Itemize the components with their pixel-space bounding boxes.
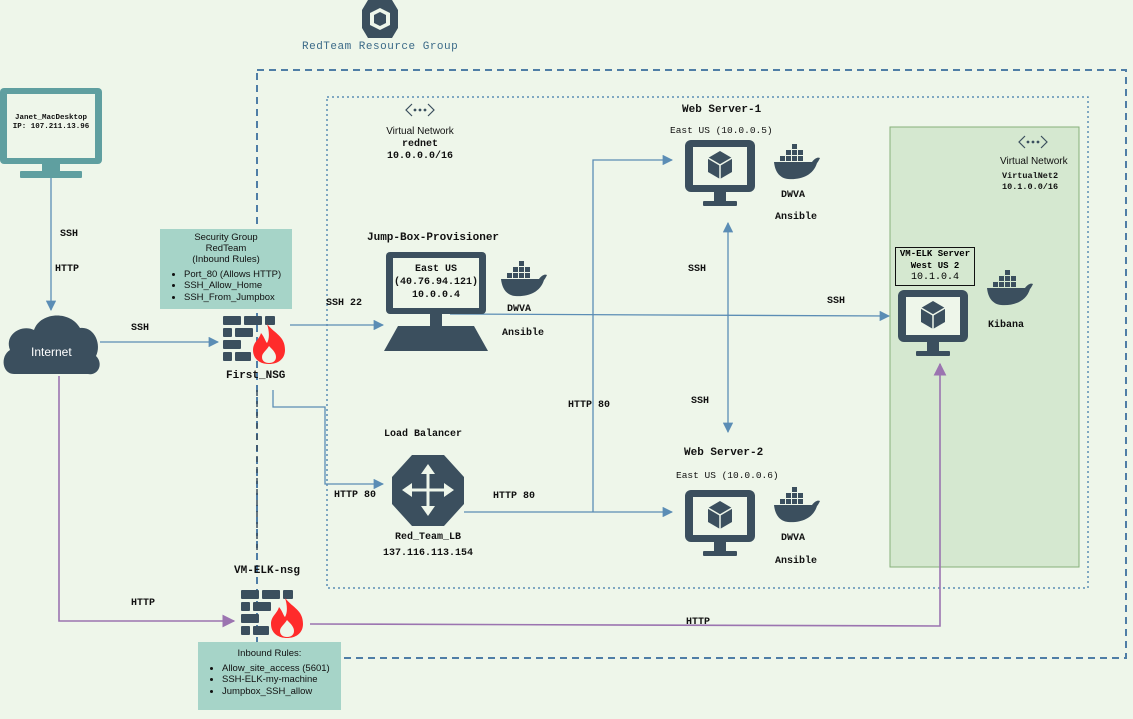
jumpbox-region: East US: [414, 264, 457, 275]
virtual-network-icon: [405, 103, 435, 117]
internet-elk-nsg-http-label: HTTP: [131, 598, 156, 609]
jumpbox-app-dwva: DWVA: [507, 304, 532, 315]
vnet2-title: Virtual Network: [1000, 156, 1068, 167]
desktop-ssh-label: SSH: [60, 229, 79, 240]
elk-name: VM-ELK Server: [899, 249, 971, 259]
internet-label: Internet: [31, 345, 72, 359]
elk-app-kibana: Kibana: [988, 320, 1025, 331]
desktop-ip: IP: 107.211.13.96: [12, 123, 90, 131]
elk-nsg-rules-box: Inbound Rules: Allow_site_access (5601) …: [198, 642, 341, 710]
first-nsg-label: First_NSG: [226, 370, 286, 382]
vnet1-name: rednet: [401, 139, 438, 150]
vm-monitor-icon: [684, 489, 756, 557]
ssh22-label: SSH 22: [326, 298, 363, 309]
desktop-name: Janet_MacDesktop: [14, 114, 87, 122]
nsg-lb-http80-label: HTTP 80: [334, 490, 377, 501]
jumpbox-to-elk-line: [449, 310, 891, 322]
first-nsg-to-lb-line: [272, 390, 385, 490]
lb-web-http80-label: HTTP 80: [493, 491, 536, 502]
load-balancer-icon: [392, 455, 464, 526]
docker-icon: [501, 261, 547, 297]
firewall-icon: [223, 316, 285, 364]
web2-app-dwva: DWVA: [781, 533, 806, 544]
elk-nsg-rule: Allow_site_access (5601): [222, 663, 341, 674]
vm-monitor-icon: [684, 139, 756, 207]
lb-title: Load Balancer: [384, 429, 463, 440]
web2-subtitle: East US (10.0.0.6): [676, 470, 779, 481]
web1-app-ansible: Ansible: [775, 212, 818, 223]
elk-nsg-rules-title: Inbound Rules:: [237, 648, 302, 659]
vnet2-name: VirtualNet2: [1002, 171, 1059, 181]
resource-group-boundary: [256, 69, 1127, 659]
vnet1-cidr: 10.0.0.0/16: [386, 151, 453, 162]
security-group-rule: SSH_Allow_Home: [184, 280, 292, 291]
jumpbox-public-ip: (40.76.94.121): [393, 277, 478, 288]
vnet2-cidr: 10.1.0.0/16: [1002, 182, 1059, 192]
rednet-boundary: [326, 96, 1089, 589]
docker-icon: [774, 144, 820, 180]
resource-group-label: RedTeam Resource Group: [302, 41, 459, 53]
internet-nsg-ssh-label: SSH: [131, 323, 150, 334]
resource-group-cube-icon: [362, 0, 398, 38]
desktop-http-label: HTTP: [55, 264, 80, 275]
web2-title: Web Server-2: [684, 447, 764, 459]
elk-nsg-label: VM-ELK-nsg: [234, 565, 301, 577]
jumpbox-title: Jump-Box-Provisioner: [367, 232, 500, 244]
vnet1-title: Virtual Network: [386, 126, 454, 137]
web2-ssh-label: SSH: [691, 396, 710, 407]
elk-nsg-rule: SSH-ELK-my-machine: [222, 674, 341, 685]
security-group-subtitle: (Inbound Rules): [192, 254, 260, 265]
web1-title: Web Server-1: [682, 104, 762, 116]
virtualnet2-container: [889, 126, 1080, 568]
laptop-icon: [384, 252, 488, 351]
security-group-box: Security Group RedTeam (Inbound Rules) P…: [160, 229, 292, 309]
http80-to-web1-line: [592, 154, 674, 512]
elk-nsg-to-elk-line: [309, 362, 947, 627]
elk-region: West US 2: [910, 261, 960, 271]
firewall-icon: [241, 590, 303, 638]
web2-app-ansible: Ansible: [775, 556, 818, 567]
jump-web-http80-label: HTTP 80: [568, 400, 611, 411]
security-group-rule: SSH_From_Jumpbox: [184, 292, 292, 303]
elk-ip: 10.1.0.4: [910, 272, 959, 283]
monitor-icon: [0, 88, 102, 178]
elk-label-box: VM-ELK Server West US 2 10.1.0.4: [895, 247, 975, 286]
security-group-title: Security Group: [194, 232, 258, 243]
web1-app-dwva: DWVA: [781, 190, 806, 201]
internet-to-elk-nsg-line: [58, 376, 236, 628]
elk-nsg-rule: Jumpbox_SSH_allow: [222, 686, 341, 697]
web1-ssh-label: SSH: [688, 264, 707, 275]
jumpbox-app-ansible: Ansible: [502, 328, 545, 339]
cloud-icon: [3, 315, 100, 375]
lb-name: Red_Team_LB: [394, 532, 461, 543]
security-group-rule: Port_80 (Allows HTTP): [184, 269, 292, 280]
security-group-name: RedTeam: [205, 243, 247, 254]
jumpbox-private-ip: 10.0.0.4: [411, 290, 460, 301]
elk-nsg-elk-http-label: HTTP: [686, 617, 711, 628]
lb-ip: 137.116.113.154: [382, 548, 473, 559]
jump-elk-ssh-label: SSH: [827, 296, 846, 307]
web1-subtitle: East US (10.0.0.5): [670, 125, 773, 136]
docker-icon: [774, 487, 820, 523]
